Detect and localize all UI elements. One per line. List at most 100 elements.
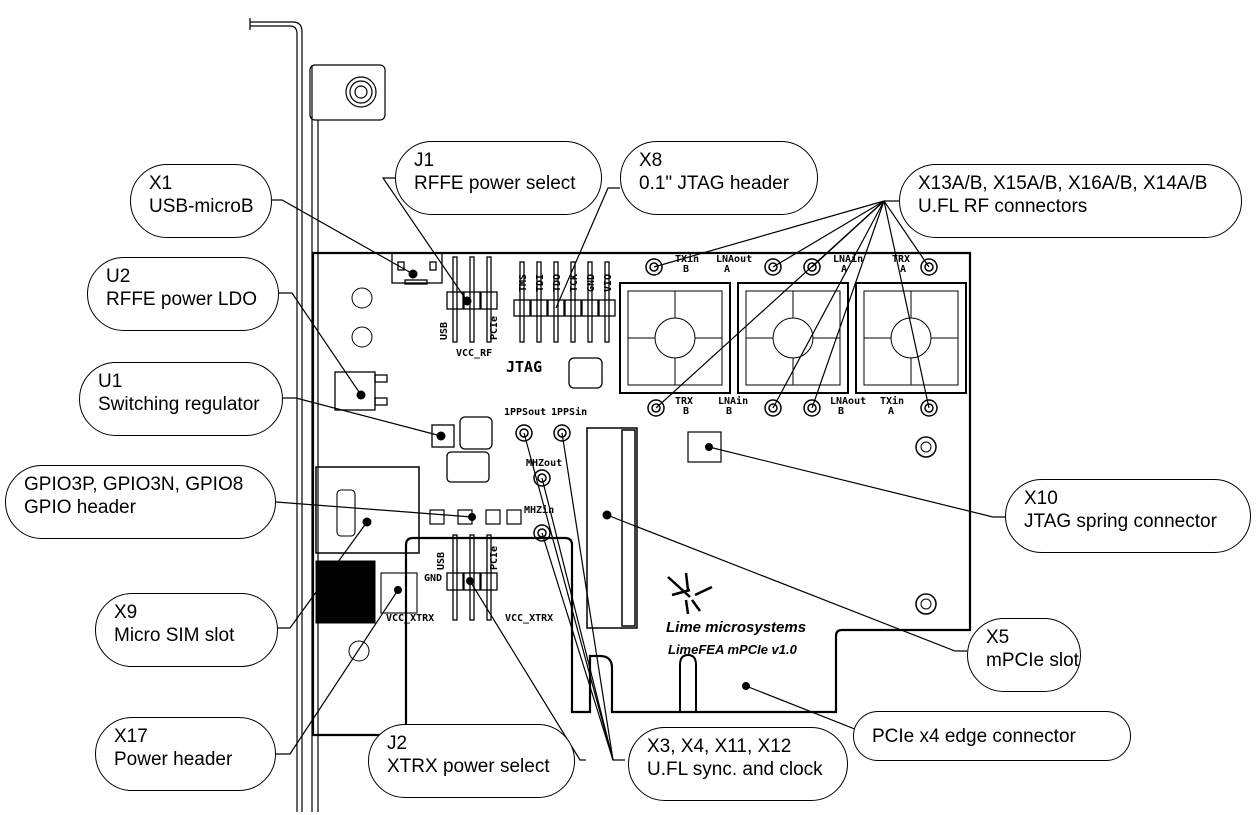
ufl-connector-icon — [803, 399, 821, 417]
callout-desc: U.FL RF connectors — [918, 196, 1088, 217]
callout-desc: Micro SIM slot — [114, 625, 235, 646]
callout-ref: U2 — [106, 266, 131, 287]
pps-in-label: 1PPSin — [551, 406, 587, 418]
leader-lines — [272, 177, 1005, 761]
callout-u1: U1 Switching regulator — [79, 362, 283, 436]
ufl-connector-icon — [651, 403, 661, 413]
jtag-label: JTAG — [506, 358, 542, 376]
callout-u2: U2 RFFE power LDO — [87, 257, 279, 331]
ufl-connector-icon — [807, 262, 817, 272]
rf-port-label: LNAout — [716, 254, 752, 265]
rf-connectors — [645, 258, 938, 417]
mhz-out-label: MHZout — [526, 458, 562, 469]
rf-port-label: LNAin — [833, 253, 863, 265]
ufl-connector-icon — [645, 258, 663, 276]
u2-ldo — [334, 371, 388, 411]
callout-ref: X10 — [1024, 488, 1058, 509]
callout-desc: RFFE power select — [414, 173, 576, 194]
rf-channel-label: A — [900, 264, 906, 275]
ufl-connector-icon — [649, 262, 659, 272]
rf-port-label: LNAout — [830, 396, 866, 407]
callout-x1: X1 USB-microB — [130, 164, 272, 238]
mpcie-slot — [586, 427, 638, 629]
callout-desc: 0.1" JTAG header — [639, 173, 790, 194]
callout-ref: X8 — [639, 150, 663, 171]
callout-desc: GPIO header — [24, 497, 136, 518]
callout-rf: X13A/B, X15A/B, X16A/B, X14A/B U.FL RF c… — [899, 164, 1242, 238]
rf-channel-label: A — [841, 264, 847, 275]
vcc-rf-label: VCC_RF — [456, 348, 492, 359]
callout-sync: X3, X4, X11, X12 U.FL sync. and clock — [628, 727, 848, 801]
rf-channel-label: A — [888, 406, 894, 417]
rf-channel-label: B — [683, 406, 689, 417]
ufl-connector-icon — [803, 258, 821, 276]
callout-desc: RFFE power LDO — [106, 289, 257, 310]
callout-desc: Power header — [114, 749, 233, 770]
callout-ref: GPIO3P, GPIO3N, GPIO8 — [24, 474, 244, 495]
ufl-connector-icon — [807, 403, 817, 413]
jtag-pin-label: TCK — [569, 274, 580, 292]
vcc-xtrx-j2-label: VCC_XTRX — [505, 613, 553, 624]
pps-out-label: 1PPSout — [504, 407, 546, 418]
jtag-pin-label: GND — [586, 274, 597, 292]
gnd-label: GND — [424, 573, 442, 584]
ufl-connector-icon — [920, 258, 938, 276]
rf-port-label: TXin — [880, 395, 904, 407]
rf-channel-label: B — [726, 406, 732, 417]
ufl-connector-icon — [924, 262, 934, 272]
callout-ref: U1 — [98, 371, 123, 392]
ufl-connector-icon — [764, 399, 782, 417]
vcc-xtrx-label: VCC_XTRX — [386, 613, 434, 624]
rf-channel-label: B — [683, 264, 689, 275]
lime-logo-icon — [667, 572, 713, 615]
rf-port-label: TRX — [892, 254, 910, 265]
callout-j2: J2 XTRX power select — [368, 724, 575, 798]
callout-ref: X9 — [114, 602, 138, 623]
callout-x5: X5 mPCIe slot — [967, 618, 1081, 692]
model-text: LimeFEA mPCIe v1.0 — [668, 642, 798, 657]
callout-ref: J2 — [387, 733, 408, 754]
rf-channel-label: A — [724, 264, 730, 275]
callout-desc: XTRX power select — [387, 756, 550, 777]
usb-j1-label: USB — [439, 322, 450, 340]
callout-desc: Switching regulator — [98, 394, 260, 415]
callout-desc: mPCIe slot — [986, 650, 1079, 671]
ufl-connector-icon — [768, 262, 778, 272]
callout-desc: U.FL sync. and clock — [647, 759, 823, 780]
ufl-connector-icon — [764, 258, 782, 276]
callout-x17: X17 Power header — [95, 717, 276, 791]
callout-x8: X8 0.1" JTAG header — [620, 141, 818, 215]
rf-port-label: TRX — [675, 396, 693, 407]
pcb-outline — [311, 251, 972, 737]
callout-ref: X5 — [986, 627, 1010, 648]
rf-channel-label: B — [838, 406, 844, 417]
callout-ref: J1 — [414, 150, 435, 171]
jtag-header — [513, 261, 616, 343]
usb-micro-connector — [391, 252, 443, 285]
rf-port-label: LNAin — [718, 395, 748, 407]
callout-desc: JTAG spring connector — [1024, 511, 1217, 532]
callout-ref: X13A/B, X15A/B, X16A/B, X14A/B — [918, 173, 1208, 194]
callout-edge: PCIe x4 edge connector — [853, 711, 1131, 761]
callout-ref: X17 — [114, 726, 148, 747]
jtag-pin-label: VIO — [603, 274, 614, 292]
callout-ref: X3, X4, X11, X12 — [647, 736, 792, 757]
callout-x10: X10 JTAG spring connector — [1005, 479, 1251, 553]
ufl-connector-icon — [768, 403, 778, 413]
callout-ref: X1 — [149, 173, 173, 194]
jtag-pin-label: TDI — [535, 274, 546, 292]
callout-j1: J1 RFFE power select — [395, 141, 602, 215]
pcie-j2-label: PCIe — [489, 546, 500, 570]
jtag-pin-label: TDO — [552, 274, 563, 292]
callout-desc: USB-microB — [149, 196, 254, 217]
ufl-connector-icon — [924, 403, 934, 413]
logo-text: Lime microsystems — [666, 619, 806, 636]
usb-j2-label: USB — [436, 552, 447, 570]
ufl-connector-icon — [920, 399, 938, 417]
jtag-pin-label: TMS — [518, 274, 529, 292]
callout-desc: PCIe x4 edge connector — [872, 726, 1076, 747]
callout-gpio: GPIO3P, GPIO3N, GPIO8 GPIO header — [5, 465, 276, 539]
callout-x9: X9 Micro SIM slot — [95, 593, 278, 667]
pcie-j1-label: PCIe — [489, 316, 500, 340]
